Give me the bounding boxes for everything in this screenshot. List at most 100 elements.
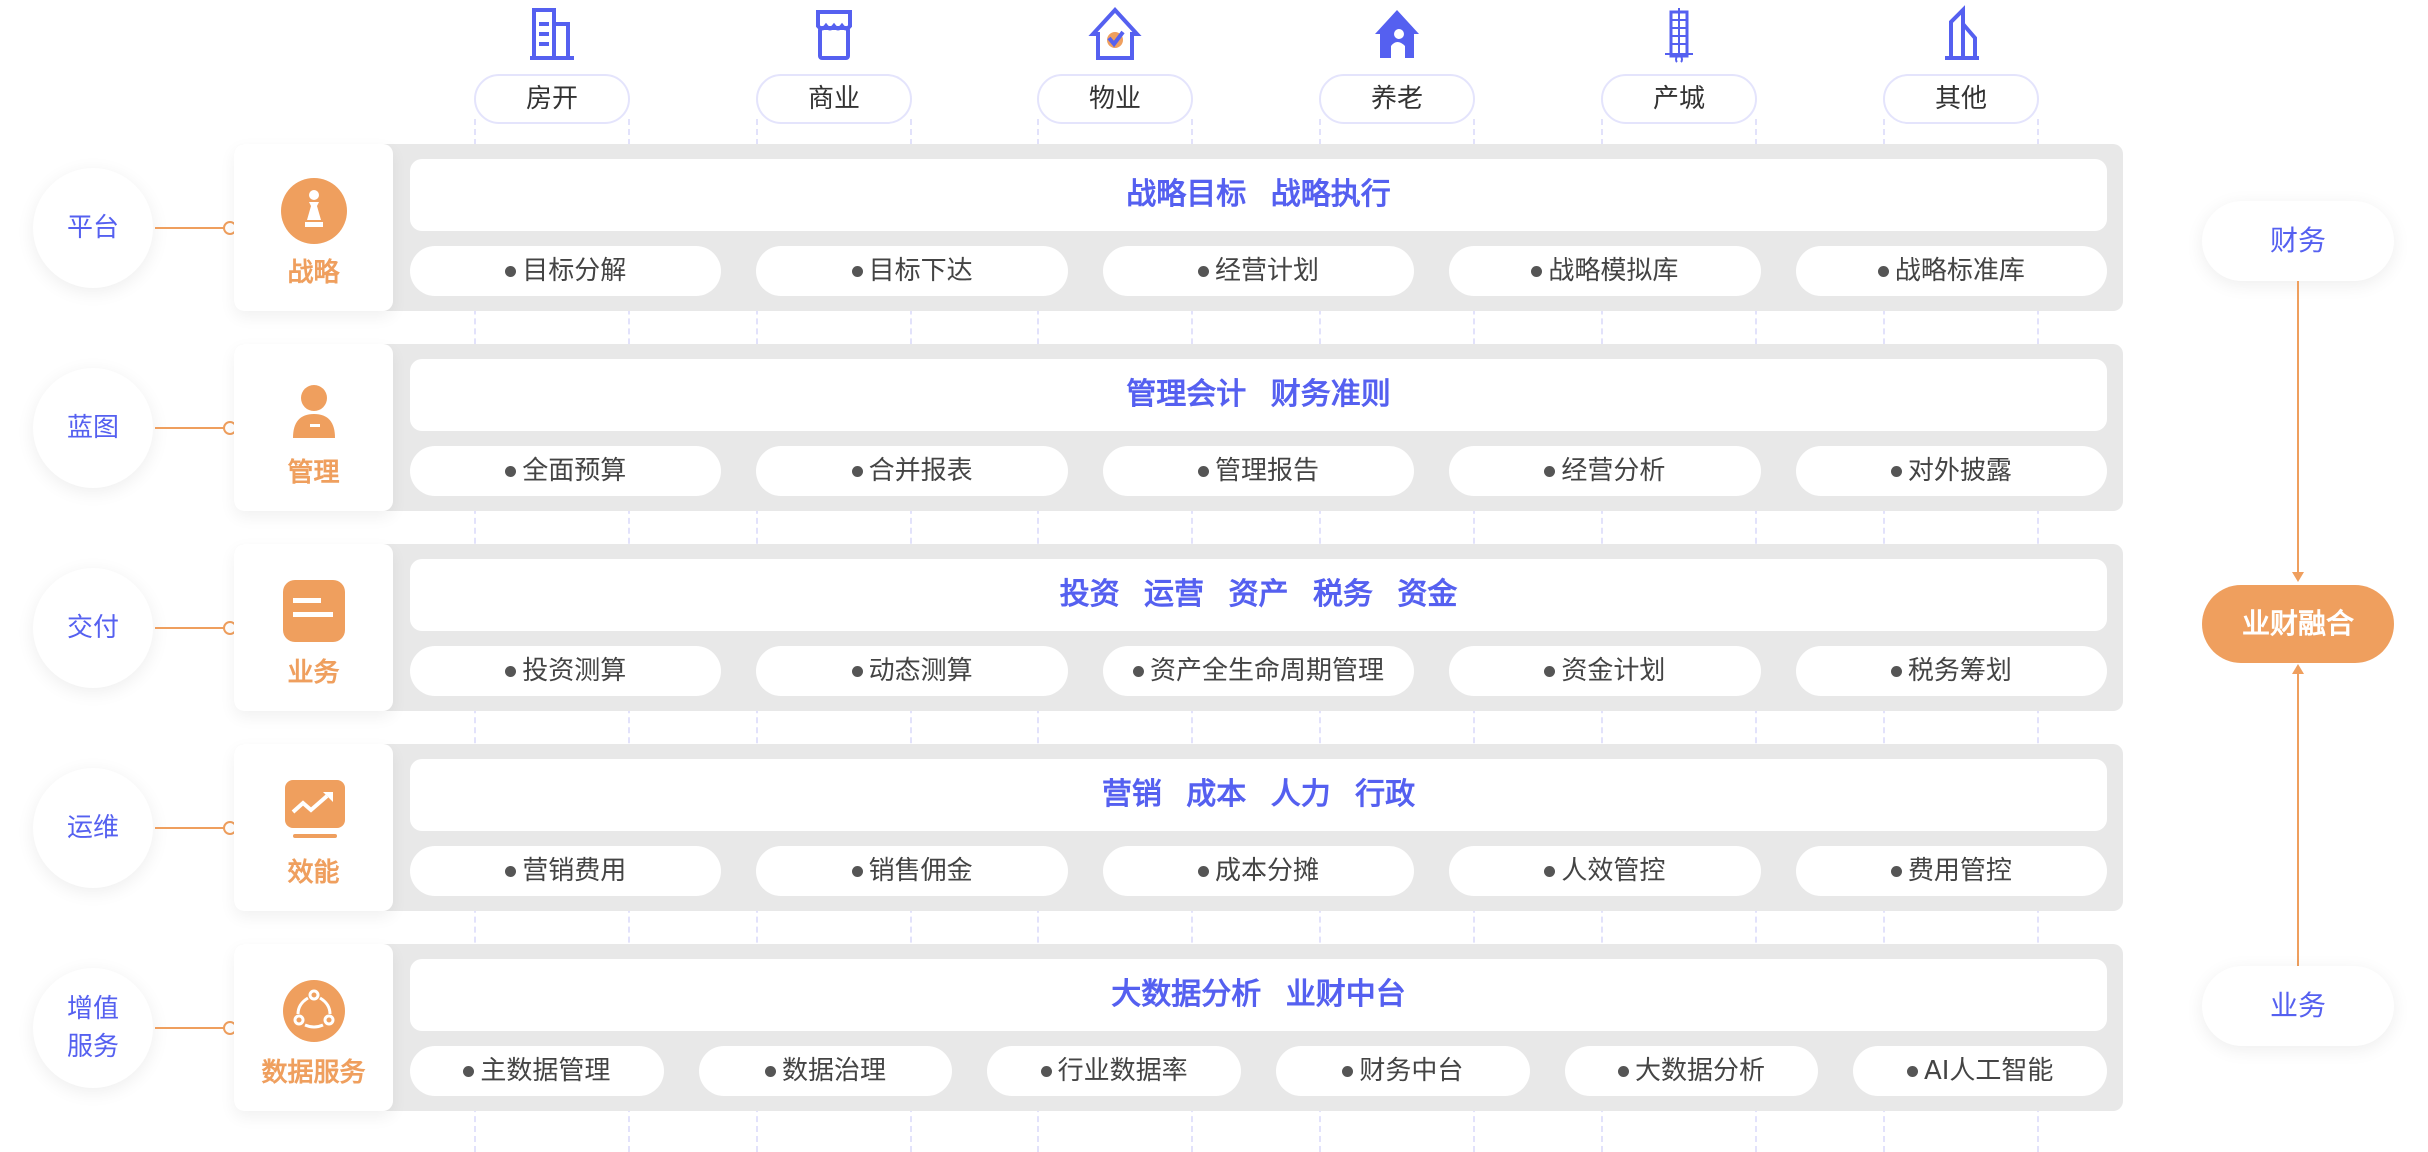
connector-line (155, 621, 237, 635)
bullet-icon (1198, 466, 1209, 477)
city-tower-icon (1601, 4, 1757, 64)
layer-item-label: 全面预算 (522, 456, 627, 486)
arrow-up-line (2297, 672, 2299, 968)
layer-item[interactable]: 主数据管理 (410, 1046, 664, 1096)
layer-item[interactable]: 资产全生命周期管理 (1102, 646, 1415, 696)
layer-item[interactable]: 全面预算 (410, 446, 722, 496)
layer-item-label: 销售佣金 (868, 856, 973, 886)
sector-0[interactable]: 房开 (474, 4, 630, 124)
sector-2[interactable]: 物业 (1037, 4, 1193, 124)
bullet-icon (1133, 666, 1144, 677)
layer-item[interactable]: 对外披露 (1795, 446, 2108, 496)
building-outline-icon (1883, 4, 2039, 64)
layer-item[interactable]: 目标下达 (756, 246, 1068, 296)
arrow-down-icon (2292, 572, 2304, 582)
layer-card[interactable]: 管理 (234, 344, 393, 511)
layer-title: 管理会计 财务准则 (410, 359, 2107, 431)
sector-label: 其他 (1883, 74, 2039, 124)
user-icon (281, 378, 347, 444)
layer-item-label: 经营计划 (1215, 256, 1320, 286)
list-icon (281, 578, 347, 644)
layer-item[interactable]: 合并报表 (756, 446, 1068, 496)
layer-items: 主数据管理数据治理行业数据率财务中台大数据分析 AI人工智能 (410, 1046, 2108, 1096)
layer-item[interactable]: 财务中台 (1276, 1046, 1530, 1096)
layer-card[interactable]: 数据服务 (234, 944, 393, 1111)
layer-item[interactable]: 人效管控 (1449, 846, 1761, 896)
office-building-icon (474, 4, 630, 64)
storefront-icon (756, 4, 912, 64)
layer-item-label: 战略标准库 (1894, 256, 2025, 286)
side-label: 平台 (33, 168, 153, 288)
layer-item[interactable]: 税务筹划 (1795, 646, 2108, 696)
layer-item[interactable]: 经营分析 (1449, 446, 1761, 496)
connector-line (155, 1021, 237, 1035)
bullet-icon (505, 466, 517, 477)
layer-item[interactable]: 费用管控 (1795, 846, 2108, 896)
layer-title: 大数据分析 业财中台 (410, 959, 2107, 1031)
layer-item[interactable]: 动态测算 (756, 646, 1068, 696)
layer-title: 战略目标 战略执行 (410, 159, 2107, 231)
sector-5[interactable]: 其他 (1883, 4, 2039, 124)
bullet-icon (1198, 266, 1209, 277)
layer-item[interactable]: 投资测算 (410, 646, 722, 696)
sector-4[interactable]: 产城 (1601, 4, 1757, 124)
connector-line (155, 421, 237, 435)
bullet-icon (1342, 1066, 1354, 1077)
layer-card-label: 数据服务 (261, 1058, 366, 1088)
bullet-icon (851, 866, 863, 877)
layer-item-label: 资金计划 (1561, 656, 1666, 686)
layer-title: 投资 运营 资产 税务 资金 (410, 559, 2107, 631)
layer-item[interactable]: 行业数据率 (987, 1046, 1242, 1096)
layer-card-label: 管理 (287, 458, 340, 488)
layer-item-label: 营销费用 (522, 856, 627, 886)
layer-item[interactable]: 目标分解 (410, 246, 722, 296)
layer-item-label: 目标分解 (522, 256, 627, 286)
bullet-icon (1544, 866, 1556, 877)
layer-card[interactable]: 战略 (234, 144, 393, 311)
side-label: 增值服务 (33, 968, 153, 1088)
layer-item[interactable]: 营销费用 (410, 846, 722, 896)
layer-items: 目标分解 目标下达 经营计划 战略模拟库 战略标准库 (410, 246, 2108, 296)
layer-item[interactable]: 数据治理 (698, 1046, 953, 1096)
layer-item-label: AI人工智能 (1923, 1056, 2054, 1086)
layer-item-label: 人效管控 (1561, 856, 1666, 886)
side-label: 运维 (33, 768, 153, 888)
bullet-icon (1040, 1066, 1052, 1077)
layer-item[interactable]: 经营计划 (1102, 246, 1415, 296)
side-label: 交付 (33, 568, 153, 688)
layer-item[interactable]: 销售佣金 (756, 846, 1068, 896)
layer-item[interactable]: 战略标准库 (1795, 246, 2108, 296)
bullet-icon (1890, 866, 1902, 877)
bullet-icon (1198, 866, 1209, 877)
layer-item-label: 资产全生命周期管理 (1150, 656, 1385, 686)
layer-item[interactable]: 成本分摊 (1102, 846, 1415, 896)
layer-item[interactable]: AI人工智能 (1853, 1046, 2108, 1096)
sector-1[interactable]: 商业 (756, 4, 912, 124)
layer-card-label: 业务 (287, 658, 340, 688)
house-check-icon (1037, 4, 1193, 64)
layer-item[interactable]: 战略模拟库 (1449, 246, 1761, 296)
layer-card[interactable]: 业务 (234, 544, 393, 711)
bullet-icon (1544, 466, 1556, 477)
fusion-node: 业财融合 (2202, 585, 2394, 663)
layer-row: 效能 营销 成本 人力 行政 营销费用 销售佣金 成本分摊 人效管控 费用管控 (234, 744, 2123, 911)
layer-item[interactable]: 资金计划 (1449, 646, 1761, 696)
connector-line (155, 821, 237, 835)
bullet-icon (1890, 466, 1902, 477)
bullet-icon (851, 666, 863, 677)
layer-item-label: 战略模拟库 (1548, 256, 1679, 286)
connector-line (155, 221, 237, 235)
bullet-icon (1618, 1066, 1630, 1077)
layer-title: 营销 成本 人力 行政 (410, 759, 2107, 831)
layer-item-label: 税务筹划 (1907, 656, 2012, 686)
sector-3[interactable]: 养老 (1319, 4, 1475, 124)
layer-item[interactable]: 管理报告 (1102, 446, 1415, 496)
bullet-icon (1906, 1066, 1918, 1077)
bullet-icon (505, 866, 517, 877)
layer-card[interactable]: 效能 (234, 744, 393, 911)
bullet-icon (1890, 666, 1902, 677)
layer-items: 营销费用 销售佣金 成本分摊 人效管控 费用管控 (410, 846, 2108, 896)
layer-item[interactable]: 大数据分析 (1564, 1046, 1819, 1096)
business-node: 业务 (2202, 966, 2394, 1046)
layer-item-label: 经营分析 (1561, 456, 1666, 486)
